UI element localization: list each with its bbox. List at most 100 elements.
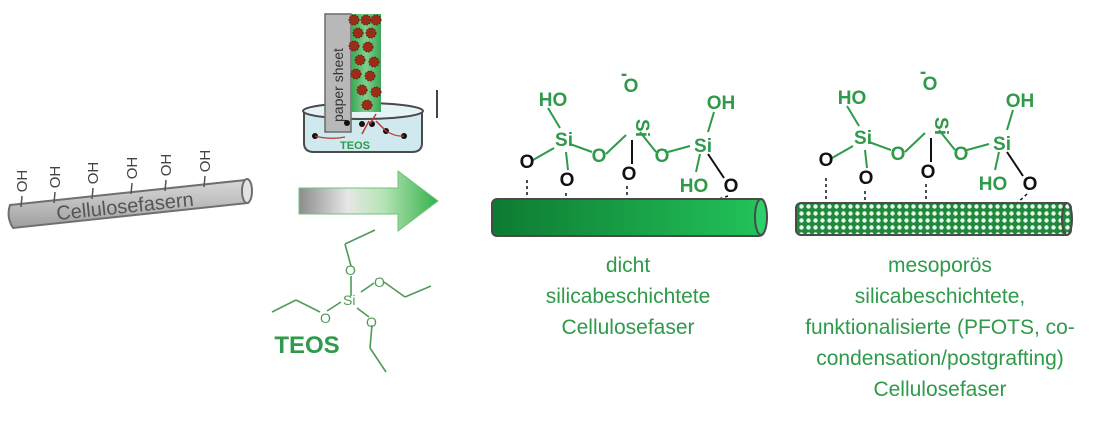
oxygen-atom-label: O <box>859 168 874 189</box>
hydroxyl-label: OH <box>707 93 736 114</box>
bond-line <box>695 153 701 173</box>
cellulose-fiber: Cellulosefasern <box>7 178 253 230</box>
hydroxyl-group-label: OH <box>14 170 31 193</box>
bond-line <box>1006 151 1024 177</box>
bond-line <box>565 151 569 171</box>
beaker-molecules <box>312 113 407 139</box>
bond-line <box>831 145 854 159</box>
bond-line <box>1006 109 1014 131</box>
oxygen-atom-label: O <box>954 144 969 165</box>
dense-fiber-body <box>491 198 765 237</box>
silica-particle <box>362 41 374 53</box>
silica-particle <box>360 14 372 26</box>
caption-line: silicabeschichtete <box>545 285 711 308</box>
bond-line <box>864 149 868 169</box>
hydroxyl-label: HO <box>838 88 867 109</box>
silica-particle <box>348 14 360 26</box>
bond-line <box>846 105 860 127</box>
silica-particle <box>348 40 360 52</box>
oxygen-atom-label: O <box>819 150 834 171</box>
oxygen-atom-label: O <box>923 74 938 95</box>
hydroxyl-label: HO <box>539 90 568 111</box>
hydroxyl-group-label: OH <box>158 154 175 177</box>
cellulose-fiber-end <box>241 178 253 204</box>
caption-line: Cellulosefaser <box>873 378 1007 401</box>
mesoporous-fiber-caption: mesoporös silicabeschichtete, funktional… <box>770 250 1110 405</box>
teos-label: TEOS <box>274 332 339 359</box>
bond-line <box>91 187 94 200</box>
bond-line <box>53 191 56 204</box>
bond-line <box>639 131 657 153</box>
oxygen-atom-label: O <box>1023 174 1038 195</box>
teos-o-atom: O <box>374 274 385 290</box>
teos-si-atom: Si <box>343 292 355 308</box>
caption-line: silicabeschichtete, <box>854 285 1026 308</box>
oxygen-atom-label: O <box>655 146 670 167</box>
bond-line <box>605 134 627 155</box>
dense-fiber-caption: dicht silicabeschichtete Cellulosefaser <box>488 250 768 343</box>
bond-line <box>994 151 1000 171</box>
dense-fiber-end <box>754 198 768 236</box>
bond-line <box>203 175 206 188</box>
charge-label: - <box>621 64 627 85</box>
bond-line <box>130 182 133 195</box>
oxygen-atom-label: O <box>624 76 639 97</box>
teos-o-atom: O <box>320 310 331 326</box>
caption-line: dicht <box>605 254 651 277</box>
silica-particle <box>370 14 382 26</box>
silica-particle <box>370 86 382 98</box>
bond-line <box>532 147 555 161</box>
mesoporous-fiber-end <box>1061 202 1073 236</box>
bond-line <box>547 107 561 129</box>
beaker-label: TEOS <box>340 140 370 152</box>
paper-sheet <box>324 13 352 133</box>
silica-particle <box>350 68 362 80</box>
hydroxyl-group-label: OH <box>85 162 102 185</box>
mesoporous-fiber-body <box>795 202 1072 236</box>
hydroxyl-label: HO <box>680 176 709 197</box>
oxygen-atom-label: O <box>520 152 535 173</box>
hydroxyl-group-label: OH <box>47 166 64 189</box>
bond-line <box>868 141 892 151</box>
oxygen-atom-label: O <box>592 146 607 167</box>
teos-o-atom: O <box>366 314 377 330</box>
oxygen-atom-label: O <box>622 164 637 185</box>
oxygen-atom-label: O <box>560 170 575 191</box>
oxygen-atom-label: O <box>921 162 936 183</box>
charge-label: - <box>920 62 926 83</box>
teos-o-atom: O <box>345 262 356 278</box>
caption-line: Cellulosefaser <box>561 316 695 339</box>
paper-sheet-label: paper sheet <box>330 48 346 122</box>
hydroxyl-label: HO <box>979 174 1008 195</box>
silica-particle <box>368 56 380 68</box>
silica-particle <box>365 27 377 39</box>
caption-line: mesoporös <box>888 254 992 277</box>
hydroxyl-label: OH <box>1006 91 1035 112</box>
caption-line: condensation/postgrafting) <box>816 347 1064 370</box>
oxygen-atom-label: O <box>724 176 739 197</box>
dip-coating-setup: paper sheet TEOS <box>302 13 438 153</box>
silicon-atom-label: Si <box>930 117 951 135</box>
bond-line <box>20 195 23 208</box>
bond-line <box>904 132 926 153</box>
bond-line <box>938 129 956 151</box>
bond-line <box>966 143 990 151</box>
silica-particles <box>348 14 382 111</box>
bond-line <box>707 111 715 133</box>
silicon-atom-label: Si <box>631 119 652 137</box>
silica-particle <box>352 27 364 39</box>
bond-line <box>569 143 593 153</box>
silica-particle <box>356 84 368 96</box>
hydroxyl-group-label: OH <box>124 157 141 180</box>
bond-line <box>667 145 691 153</box>
bond-line <box>707 153 725 179</box>
teos-molecule: Si O O O O TEOS <box>271 229 432 373</box>
silica-particle <box>364 70 376 82</box>
process-arrow <box>298 170 439 232</box>
silicon-atom-label: Si <box>993 134 1011 155</box>
